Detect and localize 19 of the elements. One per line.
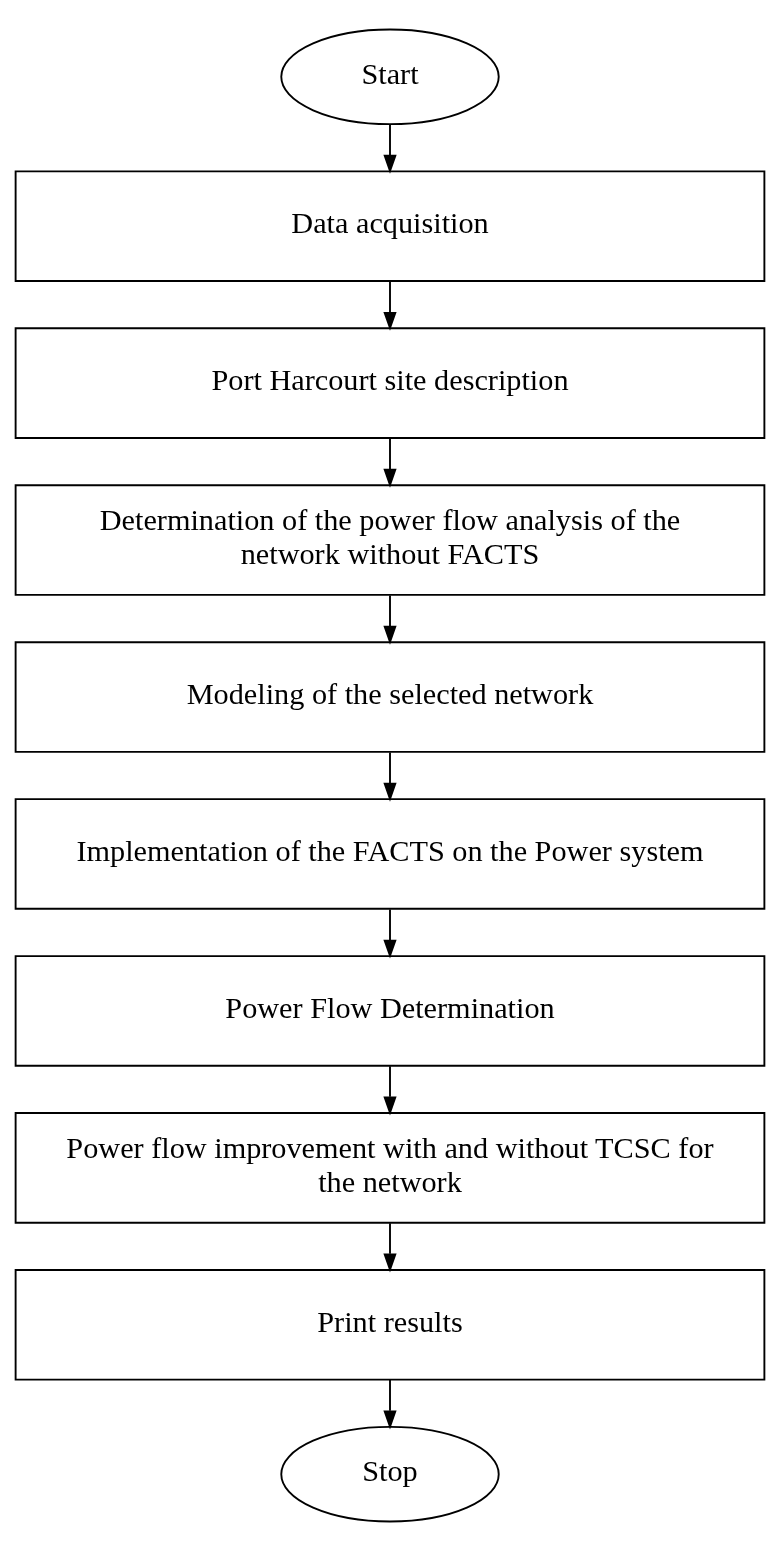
arrow xyxy=(383,751,397,802)
node-box: Port Harcourt site description xyxy=(14,327,766,439)
node-box: Power flow improvement with and without TCSC for the network xyxy=(14,1112,766,1224)
arrow xyxy=(383,437,397,488)
arrow xyxy=(383,594,397,645)
arrow xyxy=(383,1065,397,1116)
node-box: Determination of the power flow analysis of the network without FACTS xyxy=(14,484,766,596)
node-ellipse: Stop xyxy=(280,1425,500,1523)
node-box: Print results xyxy=(14,1269,766,1381)
node-ellipse: Start xyxy=(280,28,500,126)
node-box: Implementation of the FACTS on the Power system xyxy=(14,798,766,910)
node-box: Data acquisition xyxy=(14,170,766,282)
node-box: Modeling of the selected network xyxy=(14,641,766,753)
arrow xyxy=(383,123,397,174)
arrow xyxy=(383,280,397,331)
arrow xyxy=(383,908,397,959)
arrow xyxy=(383,1222,397,1273)
arrow xyxy=(383,1379,397,1430)
node-box: Power Flow Determination xyxy=(14,955,766,1067)
